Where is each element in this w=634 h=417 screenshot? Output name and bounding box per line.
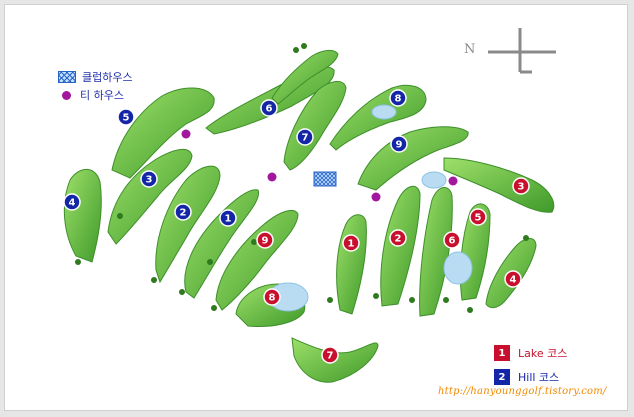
hole-marker-circle xyxy=(140,170,158,188)
hole-marker-lake-4: 4 xyxy=(504,270,522,288)
teehouse-label: 티 하우스 xyxy=(80,89,124,102)
hole-marker-hill-1: 1 xyxy=(219,209,237,227)
fairway-hill-9b xyxy=(357,126,469,191)
hole-marker-circle xyxy=(342,234,360,252)
tee-house-marker xyxy=(267,172,277,182)
clubhouse-label: 클럽하우스 xyxy=(82,71,133,84)
hole-marker-hill-8: 8 xyxy=(389,89,407,107)
trees xyxy=(75,43,529,313)
course-legend: 1 Lake 코스 2 Hill 코스 xyxy=(494,344,567,392)
fairway-hill-7 xyxy=(283,81,347,171)
hole-marker-circle xyxy=(512,177,530,195)
hole-number: 9 xyxy=(396,140,403,151)
hole-marker-circle xyxy=(389,89,407,107)
hole-marker-lake-1: 1 xyxy=(342,234,360,252)
legend-lake: 1 Lake 코스 xyxy=(494,344,567,362)
hole-marker-hill-7: 7 xyxy=(296,128,314,146)
hole-marker-hill-5: 5 xyxy=(117,108,135,126)
hole-marker-lake-5: 5 xyxy=(469,208,487,226)
hole-number: 3 xyxy=(518,182,525,193)
hole-number: 8 xyxy=(395,94,402,105)
hole-markers: 1 2 3 4 5 6 7 8 9 1 2 3 4 5 6 7 8 9 xyxy=(63,89,530,364)
hill-legend-badge: 2 xyxy=(494,369,510,385)
hole-marker-circle xyxy=(117,108,135,126)
fairway-lake-3 xyxy=(443,157,555,213)
hole-number: 5 xyxy=(123,113,130,124)
hole-number: 9 xyxy=(262,236,269,247)
hole-marker-circle xyxy=(219,209,237,227)
fairway-lake-6 xyxy=(419,187,453,317)
hole-marker-circle xyxy=(390,135,408,153)
hole-marker-hill-9: 9 xyxy=(390,135,408,153)
teehouse-legend-icon xyxy=(62,90,71,100)
hole-marker-hill-2: 2 xyxy=(174,203,192,221)
hole-number: 3 xyxy=(146,175,153,186)
clubhouse-icon xyxy=(313,171,337,187)
hole-number: 2 xyxy=(395,234,402,245)
hole-marker-lake-6: 6 xyxy=(443,231,461,249)
hole-number: 1 xyxy=(225,214,232,225)
fairway-hill-top xyxy=(271,49,339,105)
hole-number: 8 xyxy=(269,293,276,304)
hole-number: 4 xyxy=(69,198,76,209)
hole-marker-lake-3: 3 xyxy=(512,177,530,195)
tee-houses xyxy=(181,129,458,202)
hole-marker-circle xyxy=(174,203,192,221)
hole-marker-circle xyxy=(389,229,407,247)
facility-legend: 클럽하우스 티 하우스 xyxy=(58,68,133,104)
hill-label: Hill 코스 xyxy=(518,371,560,384)
hole-number: 6 xyxy=(449,236,456,247)
hole-marker-lake-8: 8 xyxy=(263,288,281,306)
lake-legend-badge: 1 xyxy=(494,345,510,361)
hole-marker-lake-2: 2 xyxy=(389,229,407,247)
fairway-hill-2 xyxy=(155,165,221,284)
hole-marker-circle xyxy=(256,231,274,249)
hole-number: 7 xyxy=(302,133,309,144)
hole-marker-circle xyxy=(296,128,314,146)
hole-marker-circle xyxy=(504,270,522,288)
lake-label: Lake 코스 xyxy=(518,347,568,360)
tee-house-marker xyxy=(181,129,191,139)
fairway-lake-1 xyxy=(336,214,367,315)
hole-marker-lake-9: 9 xyxy=(256,231,274,249)
hole-marker-circle xyxy=(469,208,487,226)
legend-hill: 2 Hill 코스 xyxy=(494,368,567,386)
fairway-hill-3 xyxy=(107,149,193,245)
hole-marker-lake-7: 7 xyxy=(321,346,339,364)
hole-marker-circle xyxy=(260,99,278,117)
hole-marker-circle xyxy=(263,288,281,306)
hole-number: 7 xyxy=(327,351,334,362)
legend-clubhouse: 클럽하우스 xyxy=(58,68,133,86)
tee-house-marker xyxy=(448,176,458,186)
compass-icon xyxy=(488,28,556,74)
hole-marker-hill-4: 4 xyxy=(63,193,81,211)
fairway-hill-9 xyxy=(215,210,299,311)
fairway-hill-5 xyxy=(111,87,215,179)
hole-marker-circle xyxy=(321,346,339,364)
water-hazards xyxy=(267,104,473,312)
hole-marker-hill-3: 3 xyxy=(140,170,158,188)
tee-house-marker xyxy=(371,192,381,202)
hole-number: 6 xyxy=(266,104,273,115)
hole-number: 1 xyxy=(348,239,355,250)
source-url: http://hanyounggolf.tistory.com/ xyxy=(438,386,607,397)
hole-number: 4 xyxy=(510,275,517,286)
hole-marker-hill-6: 6 xyxy=(260,99,278,117)
hole-marker-circle xyxy=(63,193,81,211)
hole-marker-circle xyxy=(443,231,461,249)
fairway-hill-1 xyxy=(184,189,260,299)
compass-north-label: N xyxy=(464,42,476,57)
hole-number: 5 xyxy=(475,213,482,224)
legend-teehouse: 티 하우스 xyxy=(58,86,133,104)
fairway-hill-4 xyxy=(63,168,102,263)
clubhouse-legend-icon xyxy=(58,71,76,83)
hole-number: 2 xyxy=(180,208,187,219)
